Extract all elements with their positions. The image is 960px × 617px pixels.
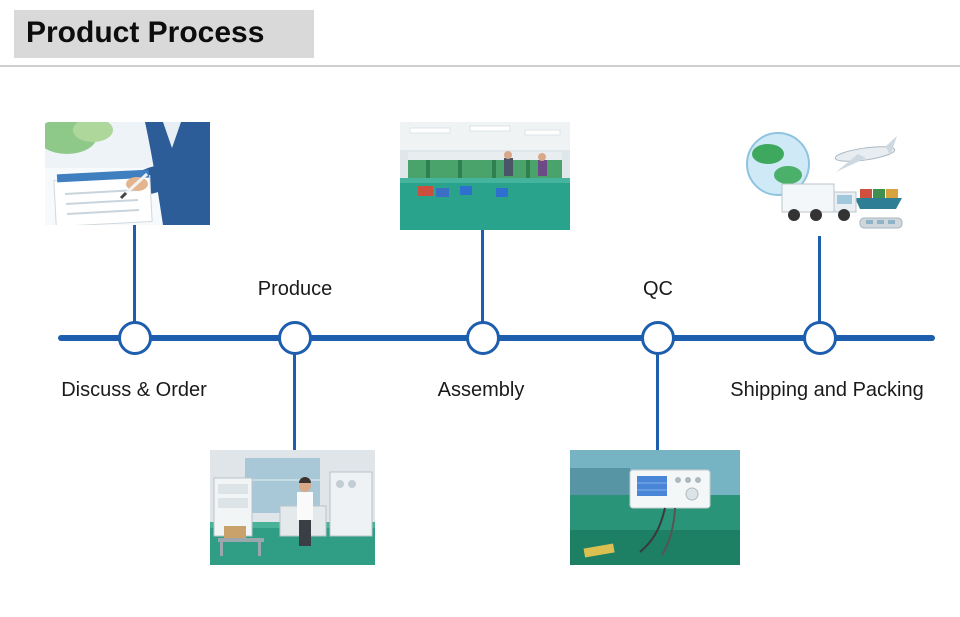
connector-produce [293,353,296,450]
step-label-shipping-packing: Shipping and Packing [730,379,924,401]
yellow-fixture [583,543,615,558]
red-crate [418,186,433,196]
step-label-produce: Produce [257,278,333,300]
clipboard-clip [56,169,150,183]
timeline-node-produce [278,321,312,355]
discuss-order-photo [45,122,210,225]
background-bench [570,468,630,495]
airplane-icon [834,136,897,172]
produce-workshop-photo [210,450,375,565]
blue-crate [436,188,449,197]
truck-icon [781,183,857,221]
shipping-packing-photo [740,128,905,236]
carton-box [224,526,246,538]
green-floor [400,178,570,230]
page-title: Product Process [14,10,314,58]
connector-assembly [481,230,484,323]
title-divider [0,65,960,67]
connector-discuss-order [133,225,136,323]
cargo-ship-icon [855,189,902,209]
globe-icon [746,132,810,196]
instrument-screen [637,476,667,496]
blue-stool [460,186,472,195]
train-icon [859,217,903,229]
timeline-node-assembly [466,321,500,355]
step-label-assembly: Assembly [437,379,525,401]
step-label-qc: QC [643,278,673,300]
trolley [218,538,264,542]
assembly-machines [408,160,562,178]
timeline-node-shipping [803,321,837,355]
step-label-discuss-order: Discuss & Order [61,379,207,401]
pen-icon [121,172,149,198]
timeline-node-qc [641,321,675,355]
assembly-line-photo [400,122,570,230]
timeline-node-discuss-order [118,321,152,355]
connector-qc [656,353,659,450]
worker [538,160,547,176]
worker [504,158,513,176]
qc-testing-photo [570,450,740,565]
instrument-knob [685,487,699,501]
test-cable [639,507,666,553]
connector-shipping [818,236,821,323]
conveyor-top [408,152,562,160]
ceiling-light [409,127,451,134]
